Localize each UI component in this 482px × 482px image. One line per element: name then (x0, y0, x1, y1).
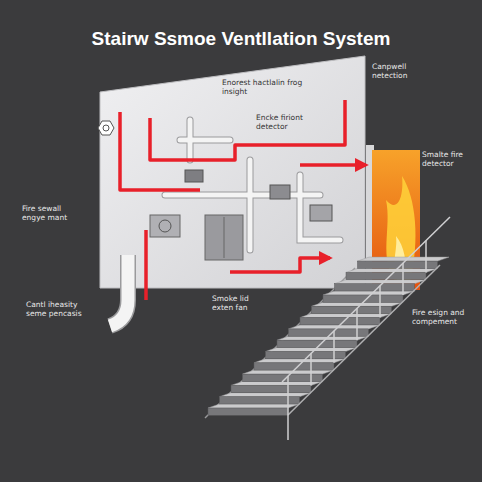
diagram-title: Stairw Ssmoe Ventllation System (0, 28, 482, 50)
stair-stringer (288, 265, 440, 415)
red-pipe (150, 100, 345, 160)
red-arrow (300, 163, 366, 167)
red-pipe (144, 230, 148, 300)
handrail-post (333, 331, 335, 363)
callout-label: Fire esign and compement (412, 308, 478, 326)
callout-label: Cantl iheasity seme pencasis (26, 300, 96, 318)
exhaust-elbow (110, 255, 128, 326)
callout-label: Encke firiont detector (256, 113, 322, 131)
wall-panel (100, 56, 365, 288)
callout-label: Fire sewall engye mant (22, 204, 78, 222)
exhaust-elbow-outline (110, 255, 128, 326)
callout-label: Enorest hactlalin frog insight (222, 78, 310, 96)
callout-label: Smalte fire detector (422, 150, 478, 168)
red-pipe (120, 112, 200, 190)
handrail (282, 217, 450, 440)
damper-box (310, 205, 332, 221)
fan-symbol (159, 220, 171, 232)
duct (165, 120, 340, 250)
sensor-box (185, 170, 203, 182)
stair-step (208, 404, 300, 415)
stair-step (231, 381, 323, 392)
cabinet-door-line (224, 217, 225, 258)
handrail-post (287, 376, 289, 440)
handrail-post (310, 353, 312, 385)
handrail-post (402, 263, 404, 295)
stair-step (220, 393, 312, 404)
red-pipes (120, 100, 366, 300)
handrail-bar (282, 217, 450, 382)
duct-group (165, 120, 340, 250)
handrail-post (379, 286, 381, 318)
fan-unit (150, 215, 180, 237)
control-cabinet (205, 215, 243, 260)
handrail-post (356, 308, 358, 340)
damper-box (270, 185, 290, 199)
callout-label: Canpwell netection (372, 62, 422, 80)
duct-outline (165, 120, 340, 250)
detector-icon (98, 121, 114, 135)
red-arrow (230, 258, 330, 272)
handrail-post (425, 240, 427, 272)
detector-icon-ring (103, 125, 109, 131)
callout-label: Smoke lid exten fan (212, 294, 260, 312)
